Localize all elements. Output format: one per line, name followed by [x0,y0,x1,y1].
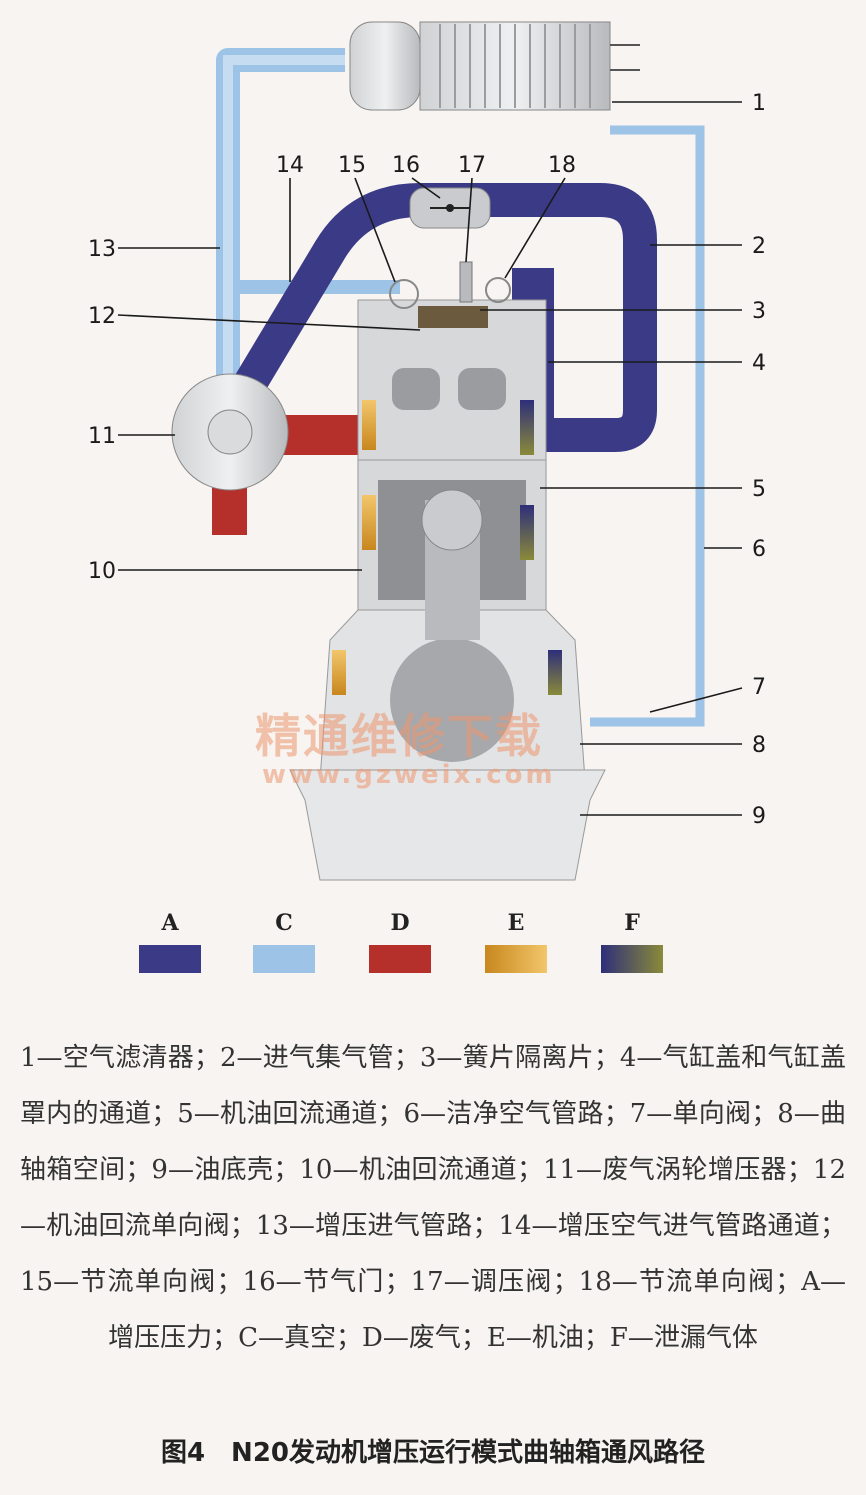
legend-swatch [485,945,547,973]
callout-16: 16 [392,153,420,178]
legend-swatch [369,945,431,973]
caption-text: 1—空气滤清器；2—进气集气管；3—簧片隔离片；4—气缸盖和气缸盖罩内的通道；5… [20,1043,846,1353]
legend-item-f: F [600,905,664,973]
legend-swatch [601,945,663,973]
air-filter-body [349,21,421,111]
callout-15: 15 [338,153,366,178]
callout-9: 9 [752,804,766,829]
legend-letter: A [161,910,179,936]
callout-3: 3 [752,299,766,324]
callout-10: 10 [88,559,116,584]
watermark-text: 精通维修下载 [255,709,543,763]
legend-item-a: A [138,905,202,973]
engine-ventilation-diagram: 1 2 3 4 5 6 7 8 9 10 11 12 13 14 15 16 1… [88,21,766,881]
watermark-url: www.gzweix.com [262,760,556,790]
reed-separator [418,306,488,328]
callout-14: 14 [276,153,304,178]
legend-item-d: D [368,905,432,973]
legend-item-c: C [252,905,316,973]
legend-item-e: E [484,905,548,973]
callout-13: 13 [88,237,116,262]
callout-17: 17 [458,153,486,178]
callout-4: 4 [752,351,766,376]
color-legend: A C D E F [0,905,866,995]
callout-12: 12 [88,304,116,329]
oil-return-left [362,400,376,450]
callout-18: 18 [548,153,576,178]
legend-letter: F [624,910,640,936]
callout-8: 8 [752,733,766,758]
callout-1: 1 [752,91,766,116]
clean-air-pipe [590,125,705,727]
oil-pan [289,769,606,881]
pressure-regulating-valve [459,261,473,303]
callout-7: 7 [752,675,766,700]
exhaust-pipe [275,415,365,455]
callout-2: 2 [752,234,766,259]
legend-swatch [139,945,201,973]
callout-11: 11 [88,424,116,449]
blowby-right [520,400,534,455]
legend-letter: D [390,910,410,936]
figure-title: 图4 N20发动机增压运行模式曲轴箱通风路径 [160,1438,706,1468]
legend-swatch [253,945,315,973]
legend-letter: C [275,910,293,936]
legend-letter: E [507,910,525,936]
callout-6: 6 [752,537,766,562]
intake-manifold [225,183,657,452]
callout-5: 5 [752,477,766,502]
